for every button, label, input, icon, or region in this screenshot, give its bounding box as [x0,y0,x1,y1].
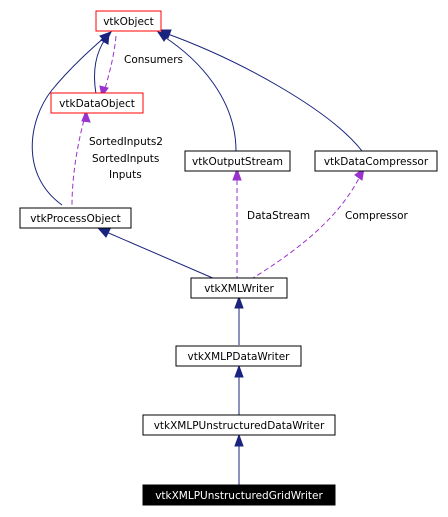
edge-arrowhead [234,433,244,447]
edge-label-compressor: Compressor [345,210,409,222]
edge-datacompressor-compressor [252,171,363,279]
edge-arrowhead [97,228,111,238]
svg-text:vtkDataObject: vtkDataObject [59,98,135,110]
edge-outputstream-to-object [162,35,237,152]
svg-text:vtkXMLPDataWriter: vtkXMLPDataWriter [188,351,291,363]
node-vtkxmlwriter[interactable]: vtkXMLWriter [190,277,288,299]
edge-arrowhead [99,31,113,43]
svg-text:vtkXMLWriter: vtkXMLWriter [204,283,274,295]
svg-text:vtkXMLPUnstructuredGridWriter: vtkXMLPUnstructuredGridWriter [155,490,323,502]
node-vtkxmlpunstructuredgridwriter[interactable]: vtkXMLPUnstructuredGridWriter [142,484,336,506]
svg-text:vtkProcessObject: vtkProcessObject [30,213,120,225]
edge-label-data-stream: DataStream [247,210,310,222]
edge-arrowhead [158,29,172,39]
edge-arrowhead [81,109,91,123]
node-vtkobject[interactable]: vtkObject [95,10,162,32]
svg-text:vtkObject: vtkObject [103,16,154,28]
edge-object-consumers [103,35,117,93]
node-vtkprocessobject[interactable]: vtkProcessObject [19,207,132,229]
edge-processobject-to-object [31,35,107,206]
node-vtkdatacompressor[interactable]: vtkDataCompressor [314,150,438,172]
edge-label-sorted-inputs: SortedInputs [92,153,159,165]
edge-xmlwriter-to-processobject [103,230,216,280]
node-vtkdataobject[interactable]: vtkDataObject [50,92,144,114]
svg-text:vtkOutputStream: vtkOutputStream [192,156,283,168]
edge-dataobject-inputs [71,112,87,206]
edge-arrowhead [234,364,244,378]
svg-text:vtkDataCompressor: vtkDataCompressor [324,156,429,168]
edge-arrowhead [232,167,242,181]
node-vtkxmlpdatawriter[interactable]: vtkXMLPDataWriter [175,345,302,367]
edge-datacompressor-to-object [164,32,363,152]
edge-label-inputs: Inputs [109,169,142,181]
edge-label-consumers: Consumers [124,54,183,66]
edge-arrowhead [234,295,244,309]
node-vtkoutputstream[interactable]: vtkOutputStream [184,150,291,172]
node-vtkxmlpunstructureddatawriter[interactable]: vtkXMLPUnstructuredDataWriter [142,414,336,436]
edge-label-sorted-inputs2: SortedInputs2 [89,136,163,148]
svg-text:vtkXMLPUnstructuredDataWriter: vtkXMLPUnstructuredDataWriter [154,420,325,432]
